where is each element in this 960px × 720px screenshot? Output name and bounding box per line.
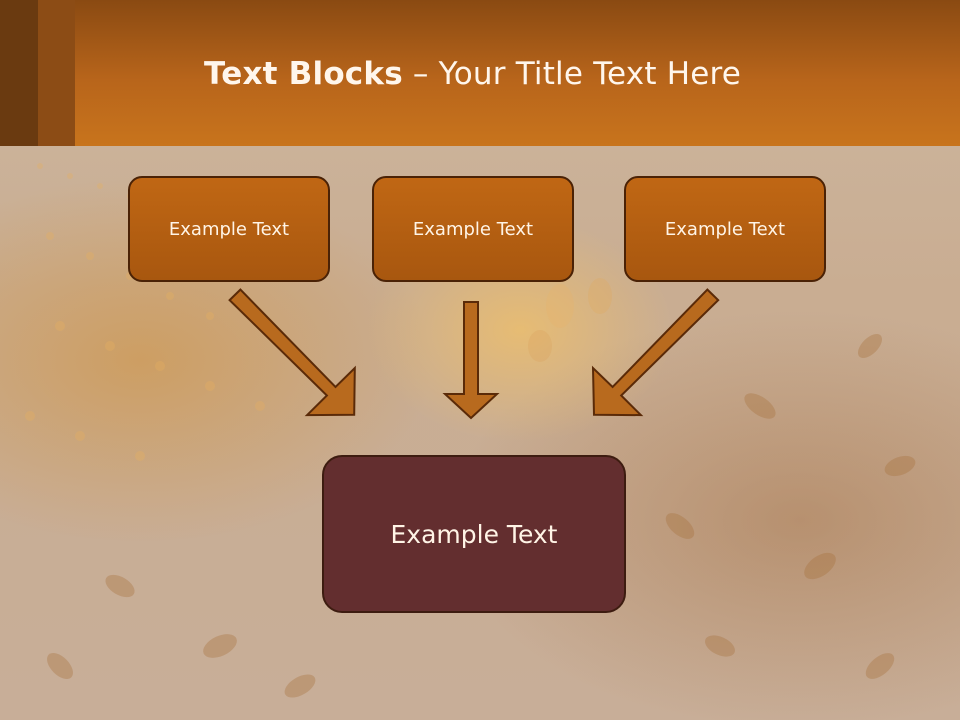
background-grain-image (25, 163, 916, 698)
slide-title: Text Blocks – Your Title Text Here (204, 56, 741, 92)
title-bold: Text Blocks (204, 56, 403, 92)
header-accent-bar (38, 0, 75, 146)
title-rest: Your Title Text Here (438, 56, 742, 92)
title-dash: – (402, 56, 439, 92)
text-block-top-right[interactable]: Example Text (624, 176, 826, 282)
text-block-bottom[interactable]: Example Text (322, 455, 626, 613)
title-bar: Text Blocks – Your Title Text Here (0, 0, 960, 146)
header-accent-bar (0, 0, 38, 146)
text-block-top-center[interactable]: Example Text (372, 176, 574, 282)
text-block-top-left[interactable]: Example Text (128, 176, 330, 282)
